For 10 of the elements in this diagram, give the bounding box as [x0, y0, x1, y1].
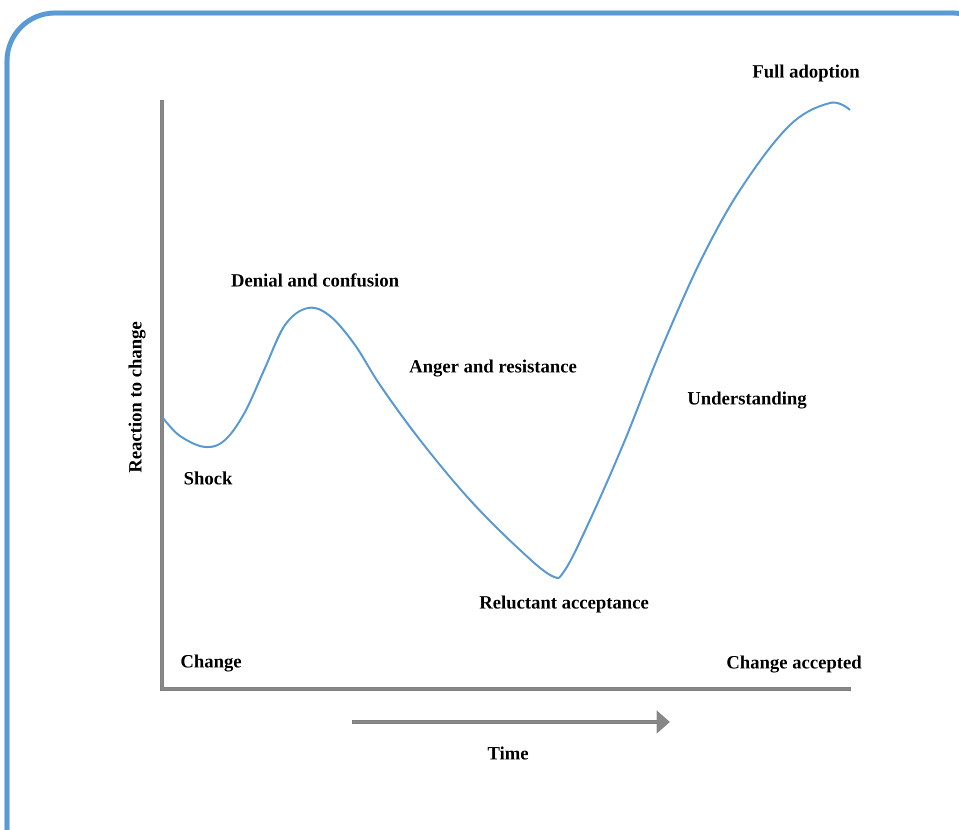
stage-label: Full adoption	[752, 64, 860, 82]
stage-label: Reluctant acceptance	[480, 596, 648, 612]
axis-end-label: Change accepted	[727, 655, 862, 673]
axis-end-label: Change	[181, 654, 242, 672]
axis-label: Reaction to change	[128, 322, 146, 472]
stage-label: Shock	[184, 471, 232, 485]
stage-label: Understanding	[688, 391, 806, 409]
stage-label: Anger and resistance	[409, 359, 576, 377]
axis-label: Time	[488, 746, 528, 760]
stage-label: Denial and confusion	[231, 273, 399, 287]
